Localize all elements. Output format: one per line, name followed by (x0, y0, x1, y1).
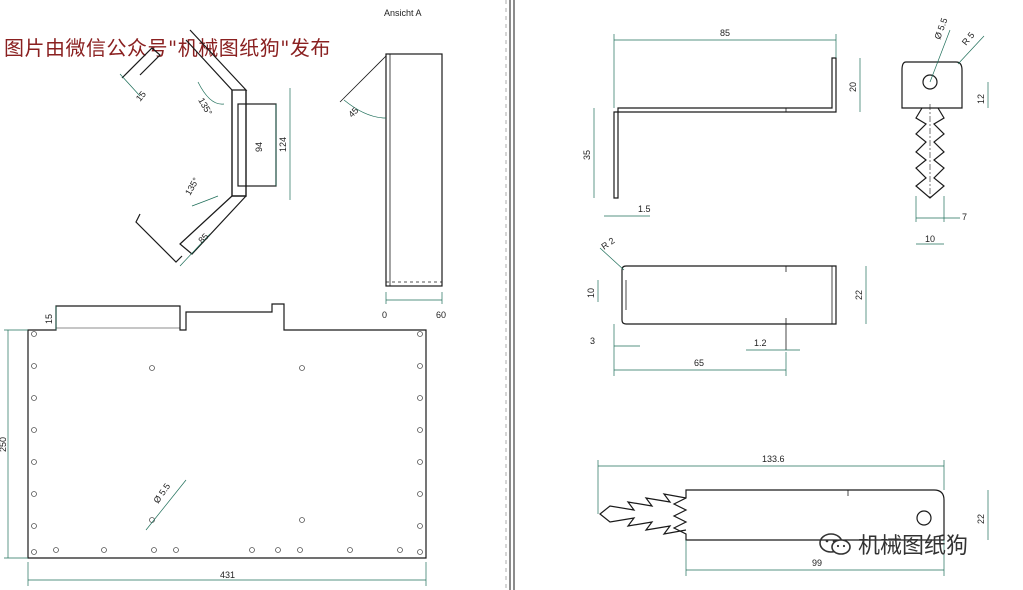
key-front-dims (915, 29, 989, 245)
dim-tab-height: 15 (44, 314, 54, 324)
dim-inner-width: 94 (254, 142, 264, 152)
dim-flat-height: 250 (0, 437, 8, 452)
dim-flat-width: 431 (220, 570, 235, 580)
dim-side-x-start: 0 (382, 310, 387, 320)
dim-key-side-radius: R 2 (599, 235, 616, 251)
dim-key-width: 10 (925, 234, 935, 244)
flat-pattern-dims (4, 306, 427, 586)
key-side-dims (597, 247, 867, 376)
dim-key-shank: 99 (812, 558, 822, 568)
dim-bracket-width: 85 (720, 28, 730, 38)
dim-key-side-start: 3 (590, 336, 595, 346)
dim-side-angle: 45 (346, 105, 360, 119)
dim-angle-upper: 135° (196, 96, 214, 117)
view-label: Ansicht A (384, 8, 422, 18)
side-view (339, 53, 443, 304)
key-front-view (901, 61, 963, 199)
dim-bracket-thickness: 1.5 (638, 204, 651, 214)
logo-text: 机械图纸狗 (858, 534, 969, 559)
dim-key-head-height: 12 (976, 94, 986, 104)
bracket-dims (593, 34, 861, 217)
dim-key-side-offset: 10 (586, 288, 596, 298)
dim-flange: 15 (134, 89, 148, 103)
dim-bracket-height-side: 35 (582, 150, 592, 160)
flat-pattern (27, 303, 427, 559)
dim-key-tip-width: 7 (962, 212, 967, 222)
dim-key-hole-dia: Ø 5.5 (932, 17, 949, 41)
sheet-frame (505, 0, 515, 590)
dim-side-len: 85 (196, 231, 210, 245)
dim-bracket-height-top: 20 (848, 82, 858, 92)
flat-pattern-holes (31, 331, 423, 555)
brand-logo: 机械图纸狗 (818, 528, 968, 560)
bracket-view (613, 57, 837, 199)
wechat-icon (819, 533, 851, 555)
key-plan-view (599, 489, 945, 541)
dim-key-side-total: 22 (854, 290, 864, 300)
key-plan-dims (597, 460, 989, 576)
key-side-view (621, 265, 837, 350)
dim-key-plan-height: 22 (976, 514, 986, 524)
top-view (119, 29, 291, 267)
watermark-text: 图片由微信公众号"机械图纸狗"发布 (4, 36, 331, 60)
dim-side-x-end: 60 (436, 310, 446, 320)
dim-key-radius: R 5 (960, 30, 977, 47)
dim-key-side-length: 65 (694, 358, 704, 368)
dim-key-side-slot: 1.2 (754, 338, 767, 348)
top-view-dims: 15 135° 135° 94 124 85 (134, 89, 288, 245)
dim-angle-lower: 135° (183, 176, 201, 197)
dim-key-overall: 133.6 (762, 454, 785, 464)
dim-outer-width: 124 (278, 137, 288, 152)
